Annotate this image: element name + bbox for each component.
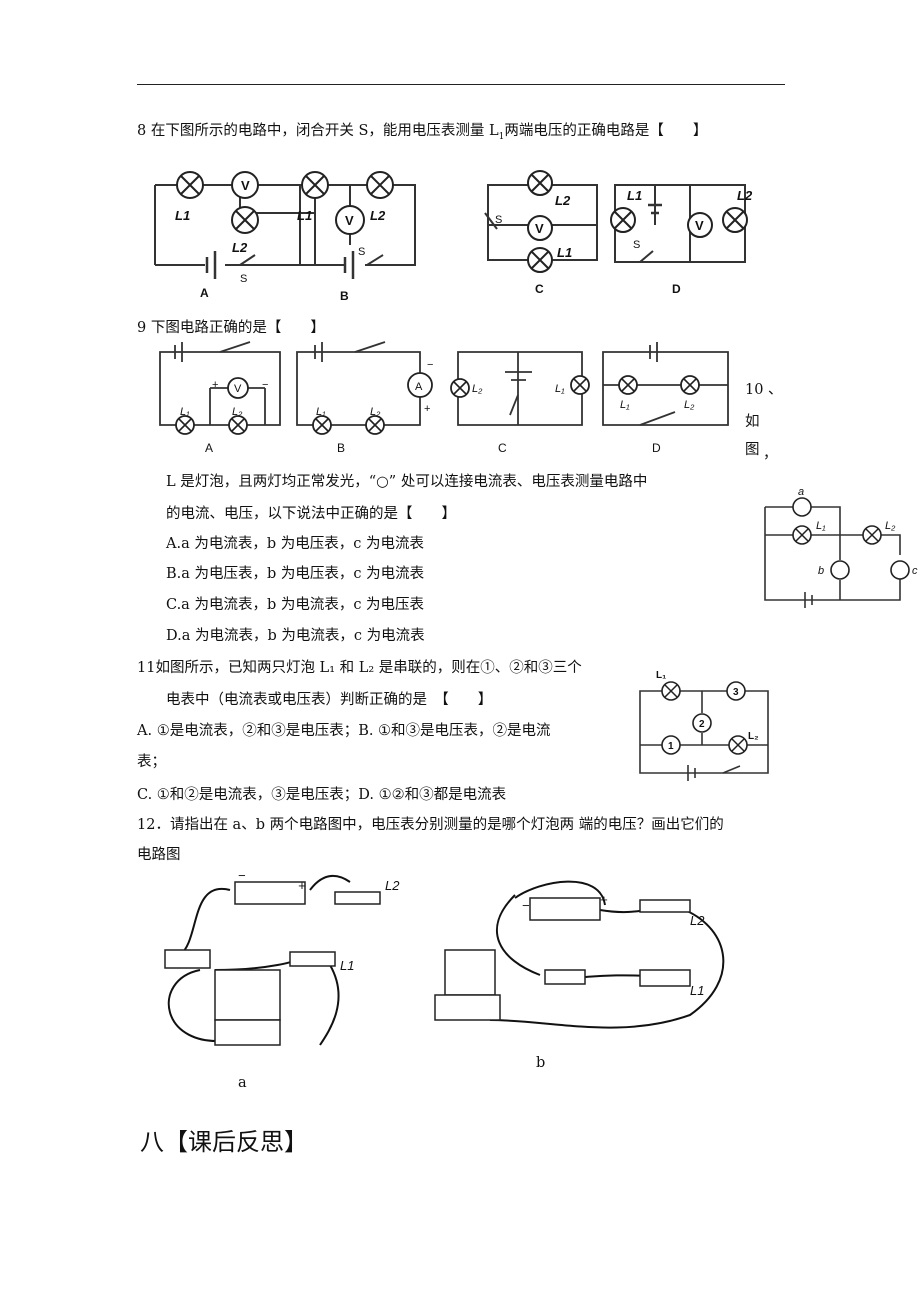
q9-label-d: D	[652, 441, 661, 455]
svg-text:V: V	[241, 178, 250, 193]
q9-label-b: B	[337, 441, 345, 455]
q8-label-b: B	[340, 289, 349, 303]
q11-line-1: 11如图所示，已知两只灯泡 L₁ 和 L₂ 是串联的，则在①、②和③三个	[137, 660, 582, 676]
svg-text:L₁: L₁	[316, 406, 326, 418]
q12-caption-a-text: a	[238, 1075, 247, 1091]
svg-text:+: +	[298, 878, 306, 893]
svg-text:L₂: L₂	[370, 406, 381, 418]
svg-text:c: c	[912, 565, 918, 577]
q10-option-b: B.a 为电压表，b 为电压表，c 为电流表	[166, 566, 425, 582]
svg-text:A: A	[415, 381, 423, 393]
q9-label-a: A	[205, 441, 213, 455]
svg-text:V: V	[695, 218, 704, 233]
q9-circuit-diagrams: V A + − − + L₁ L₂ L₁ L₂ L₂ L₁ L₁ L₂ A B C D	[159, 341, 729, 455]
svg-text:L₂: L₂	[684, 399, 695, 411]
svg-text:S: S	[495, 214, 502, 226]
q10-line-1: L 是灯泡，且两灯均正常发光，“○” 处可以连接电流表、电压表测量电路中	[166, 474, 648, 490]
svg-text:S: S	[358, 246, 365, 258]
q12-line-2: 电路图	[137, 847, 181, 863]
svg-text:L1: L1	[627, 188, 642, 203]
svg-text:L1: L1	[175, 208, 190, 223]
svg-text:S: S	[633, 239, 640, 251]
q8-label-c: C	[535, 282, 544, 296]
q10-option-c: C.a 为电流表，b 为电流表，c 为电压表	[166, 597, 425, 613]
q12-line-1: 12．请指出在 a、b 两个电路图中，电压表分别测量的是哪个灯泡两 端的电压？画…	[137, 817, 724, 833]
svg-text:2: 2	[699, 719, 705, 730]
svg-text:L₂: L₂	[472, 383, 483, 395]
svg-text:L₂: L₂	[885, 520, 896, 532]
svg-text:1: 1	[668, 741, 674, 752]
q11-line-5: C. ①和②是电流表，③是电压表；D. ①②和③都是电流表	[137, 787, 507, 803]
svg-text:L2: L2	[385, 878, 400, 893]
svg-text:L2: L2	[555, 193, 571, 208]
svg-text:S: S	[240, 273, 247, 285]
q11-line-3: A. ①是电流表，②和③是电压表；B. ①和③是电压表，②是电流	[137, 723, 551, 739]
svg-text:L₁: L₁	[555, 383, 565, 395]
svg-text:L₁: L₁	[620, 399, 630, 411]
q10-option-d: D.a 为电流表，b 为电流表，c 为电流表	[166, 628, 425, 644]
q10-side-3: 图	[745, 442, 760, 458]
svg-text:+: +	[424, 403, 430, 415]
question-8-text: 8 在下图所示的电路中，闭合开关 S，能用电压表测量 L1两端电压的正确电路是【…	[137, 123, 708, 142]
q10-option-a: A.a 为电流表，b 为电压表，c 为电流表	[166, 536, 424, 552]
section-title: 八【课后反思】	[140, 1128, 308, 1156]
svg-text:L1: L1	[557, 245, 572, 260]
svg-text:−: −	[238, 870, 246, 883]
q10-circuit-diagram: aL₁ L₂ b c	[764, 486, 918, 608]
svg-text:L2: L2	[690, 913, 705, 928]
svg-text:L₁: L₁	[180, 406, 190, 418]
svg-text:L₁: L₁	[816, 520, 826, 532]
question-9-text: 9 下图电路正确的是【 】	[137, 320, 325, 336]
svg-text:V: V	[345, 213, 354, 228]
svg-text:L1: L1	[340, 958, 354, 973]
q12-caption-b-text: b	[536, 1055, 546, 1071]
svg-text:−: −	[262, 379, 268, 391]
svg-text:−: −	[427, 359, 433, 371]
svg-text:L₂: L₂	[748, 731, 759, 742]
svg-text:−: −	[522, 898, 530, 913]
q10-side-2: 如	[745, 414, 760, 430]
svg-text:L2: L2	[370, 208, 386, 223]
svg-text:V: V	[234, 383, 242, 395]
q10-line-2: 的电流、电压，以下说法中正确的是【 】	[166, 506, 456, 522]
svg-text:L₁: L₁	[656, 670, 666, 681]
svg-text:L2: L2	[737, 188, 753, 203]
q10-side-1: 10 、	[745, 382, 783, 398]
svg-text:b: b	[818, 565, 824, 577]
svg-text:+: +	[600, 892, 608, 907]
svg-text:L₂: L₂	[232, 406, 243, 418]
header-rule	[137, 84, 785, 85]
q8-label-a: A	[200, 286, 209, 300]
svg-text:L2: L2	[232, 240, 248, 255]
svg-text:L1: L1	[297, 208, 312, 223]
svg-text:V: V	[535, 221, 544, 236]
q9-label-c: C	[498, 441, 507, 455]
q11-line-2: 电表中（电流表或电压表）判断正确的是 【 】	[166, 692, 493, 708]
svg-text:+: +	[212, 379, 218, 391]
svg-text:3: 3	[733, 687, 739, 698]
q10-side-4: ，	[763, 446, 778, 462]
svg-text:L1: L1	[690, 983, 704, 998]
q11-circuit-diagram: 3 2 1 L₁ L₂	[639, 670, 769, 781]
q11-line-4: 表；	[137, 754, 166, 770]
q8-label-d: D	[672, 282, 681, 296]
svg-text:a: a	[798, 486, 804, 498]
